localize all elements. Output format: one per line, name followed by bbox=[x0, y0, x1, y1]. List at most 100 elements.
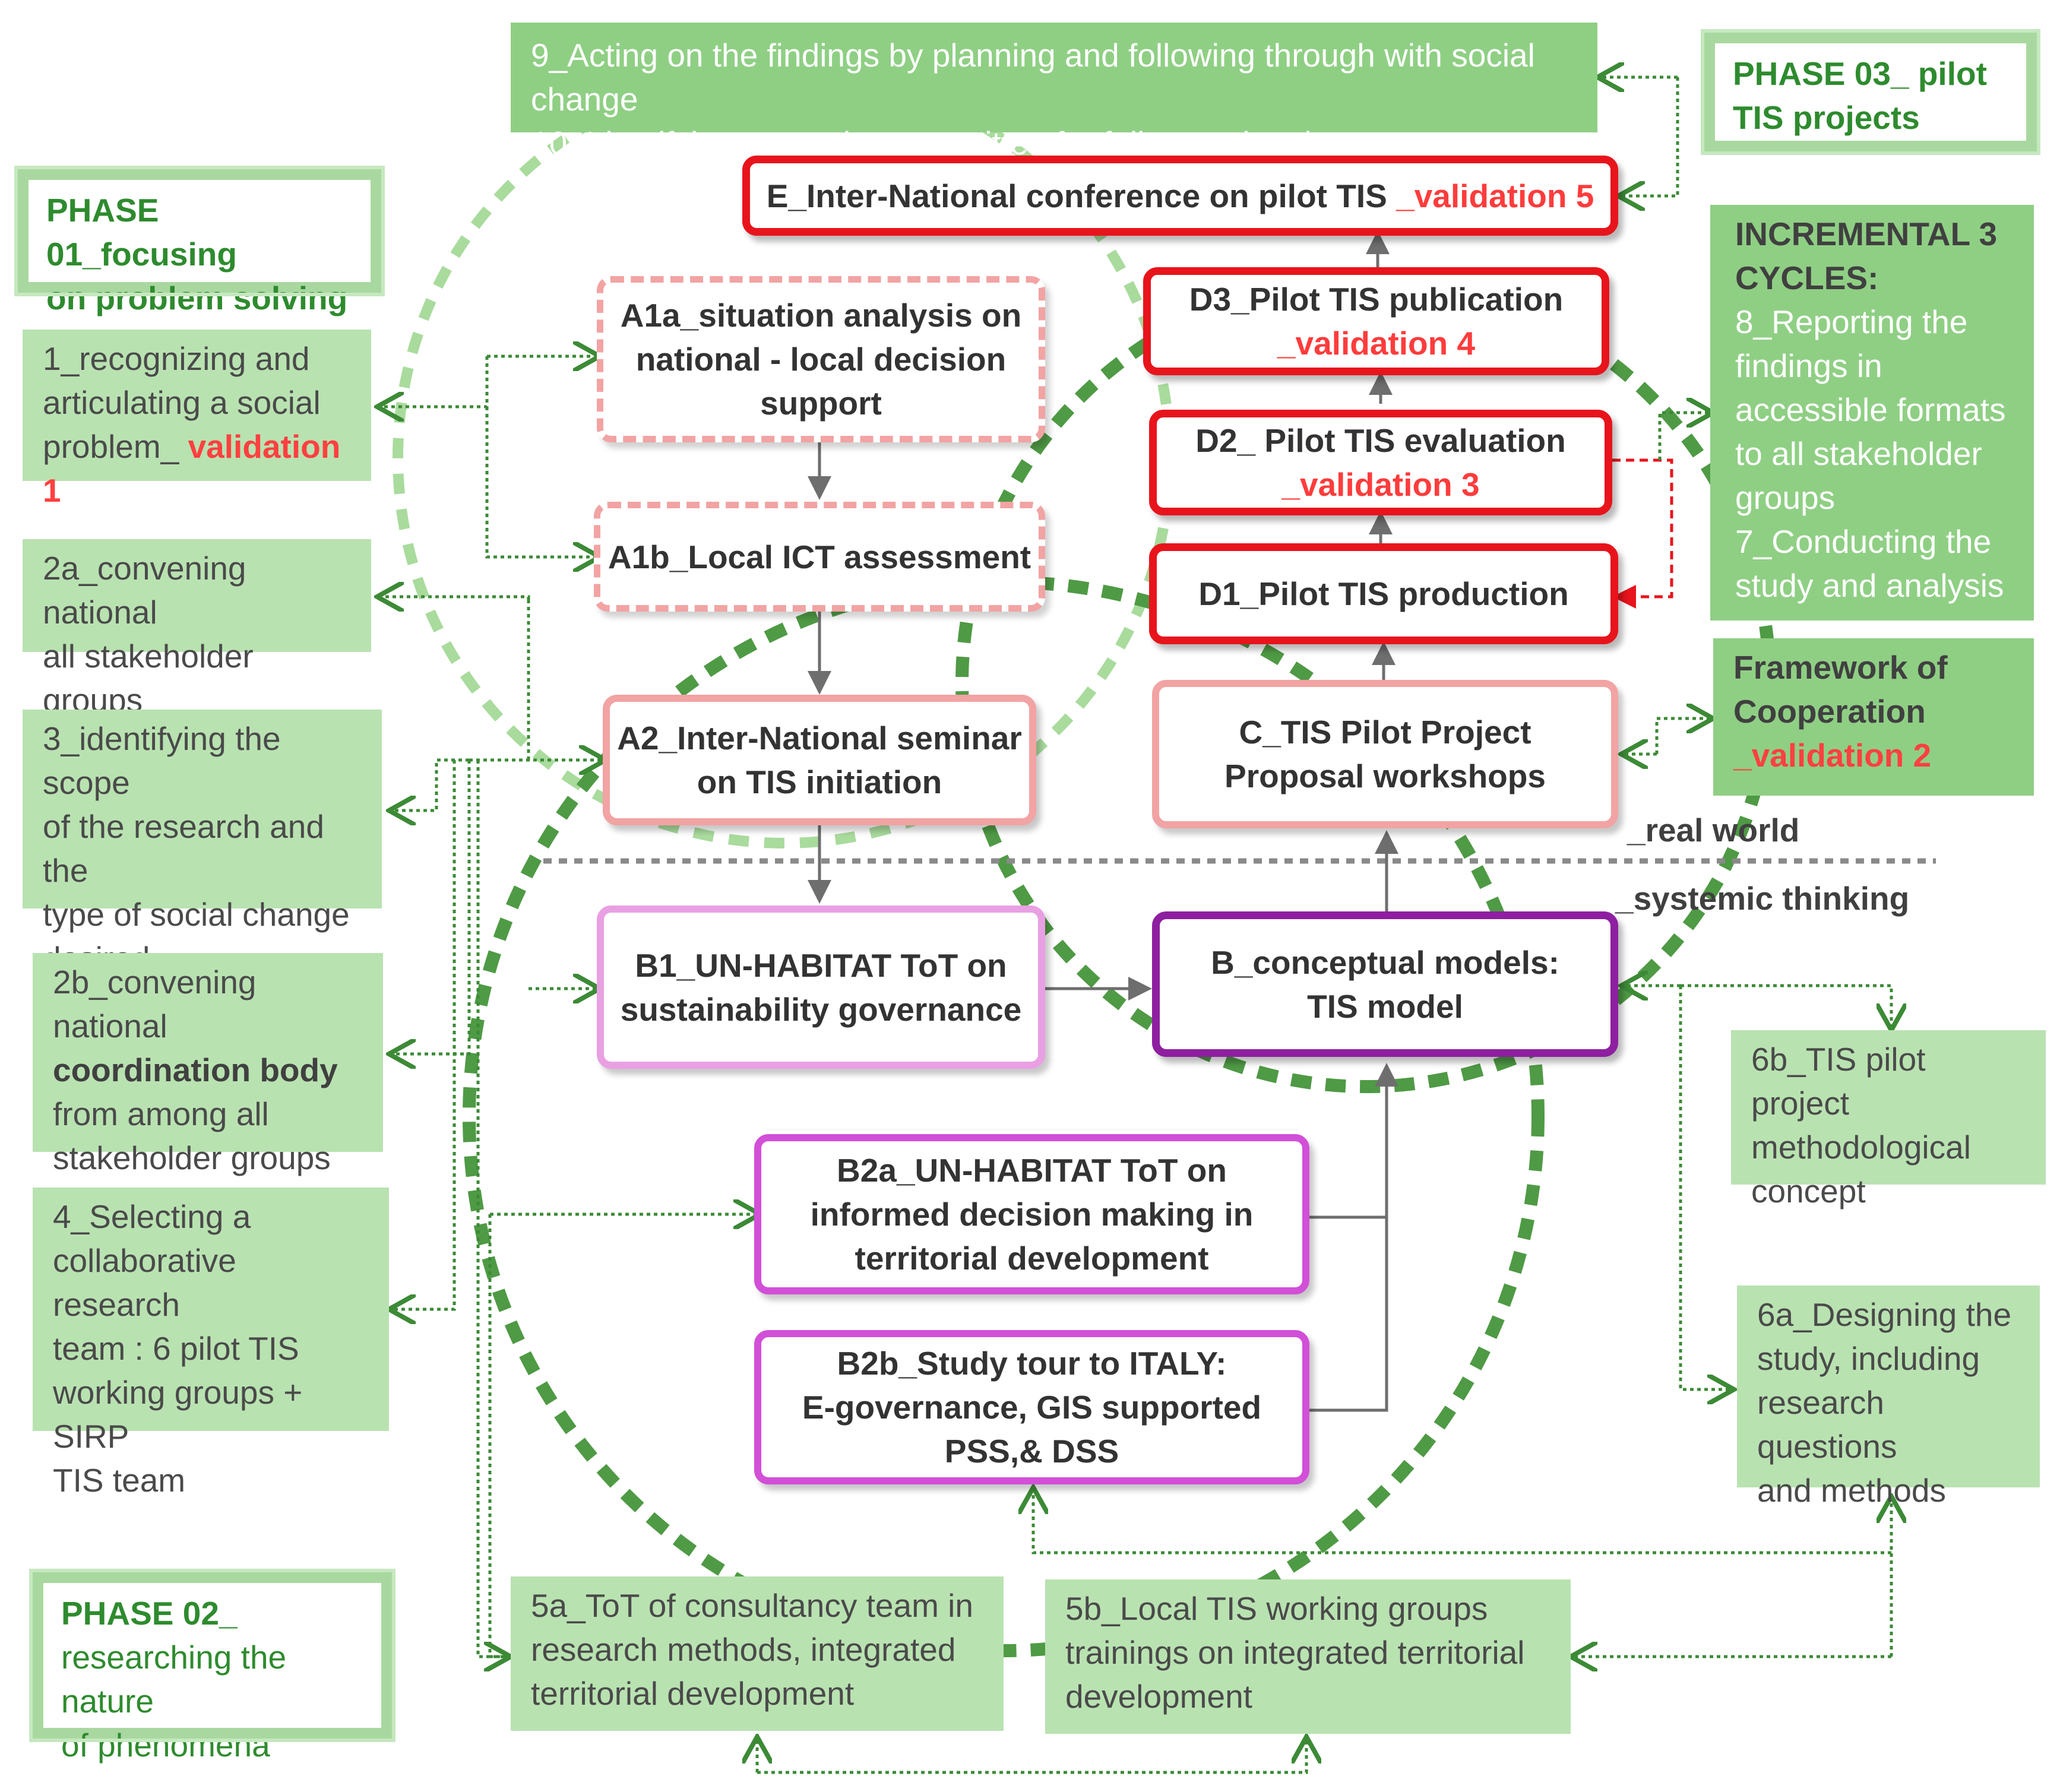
step-9-10-note: 9_Acting on the findings by planning and… bbox=[511, 23, 1597, 162]
box-B2b-line-2: E-governance, GIS supported bbox=[802, 1389, 1262, 1426]
real-world-text: _real world bbox=[1627, 812, 1800, 848]
box-B2a-line-1: B2a_UN-HABITAT ToT on bbox=[837, 1152, 1227, 1189]
step-5b-note: 5b_Local TIS working groups trainings on… bbox=[1045, 1579, 1571, 1734]
step-1-note: 1_recognizing and articulating a social … bbox=[23, 330, 371, 509]
cycles-title-2: CYCLES: bbox=[1735, 259, 1879, 296]
step-4-line-4: working groups + SIRP bbox=[53, 1374, 303, 1455]
step-5b-line-3: development bbox=[1065, 1678, 1252, 1715]
systemic-thinking-text: _systemic thinking bbox=[1615, 880, 1910, 917]
step-5b-line-1: 5b_Local TIS working groups bbox=[1065, 1590, 1488, 1627]
step-2a-line-1: 2a_convening national bbox=[43, 550, 246, 631]
box-C-proposal-workshops: C_TIS Pilot Project Proposal workshops bbox=[1152, 680, 1618, 828]
box-B1-line-1: B1_UN-HABITAT ToT on bbox=[635, 946, 1007, 984]
box-A1a-line-1: A1a_situation analysis on bbox=[620, 297, 1022, 334]
step-1-line-2: articulating a social bbox=[43, 384, 321, 421]
box-A1b-ict-assessment: A1b_Local ICT assessment bbox=[594, 502, 1045, 612]
phase01-line-1: PHASE 01_focusing bbox=[46, 192, 237, 273]
validation-5-label: _validation 5 bbox=[1396, 177, 1594, 214]
step-6b-line-2: methodological bbox=[1751, 1129, 1971, 1166]
cycles-line-1: 8_Reporting the bbox=[1735, 303, 1968, 340]
phase03-header: PHASE 03_ pilot TIS projects bbox=[1701, 29, 2040, 155]
step-5a-line-3: territorial development bbox=[531, 1675, 855, 1712]
box-B2b-line-1: B2b_Study tour to ITALY: bbox=[837, 1345, 1227, 1382]
step-3-line-3: type of social change bbox=[43, 896, 350, 933]
step-6a-line-1: 6a_Designing the bbox=[1757, 1296, 2012, 1333]
cycles-line-2: findings in bbox=[1735, 347, 1882, 384]
step-6a-line-3: research questions bbox=[1757, 1384, 1897, 1465]
cycles-line-7: study and analysis bbox=[1735, 567, 2004, 604]
cycles-line-3: accessible formats bbox=[1735, 391, 2006, 428]
step-1-line-3: problem_ validation 1 bbox=[43, 425, 351, 512]
step-4-line-1: 4_Selecting a bbox=[53, 1198, 251, 1235]
box-D3-publication: D3_Pilot TIS publication _validation 4 bbox=[1143, 267, 1609, 375]
box-B-conceptual-models: B_conceptual models: TIS model bbox=[1152, 911, 1618, 1057]
evaluation-feedback-arrow bbox=[1612, 458, 1673, 609]
phase03-line-1: PHASE 03_ pilot bbox=[1733, 55, 1987, 92]
box-D1-production: D1_Pilot TIS production bbox=[1149, 543, 1618, 644]
step-3-line-1: 3_identifying the scope bbox=[43, 720, 281, 801]
step-4-line-3: team : 6 pilot TIS bbox=[53, 1330, 299, 1367]
step-3-note: 3_identifying the scope of the research … bbox=[23, 710, 382, 977]
step-6b-note: 6b_TIS pilot project methodological conc… bbox=[1731, 1030, 2046, 1210]
box-B2a-line-3: territorial development bbox=[855, 1240, 1209, 1277]
box-A1a-situation-analysis: A1a_situation analysis on national - loc… bbox=[597, 276, 1045, 442]
validation-4-label: _validation 4 bbox=[1277, 325, 1476, 362]
box-B2b-study-tour: B2b_Study tour to ITALY: E-governance, G… bbox=[754, 1330, 1309, 1484]
box-D1-text: D1_Pilot TIS production bbox=[1198, 575, 1569, 612]
box-B2a-line-2: informed decision making in bbox=[810, 1196, 1254, 1233]
box-D2-evaluation: D2_ Pilot TIS evaluation _validation 3 bbox=[1149, 410, 1612, 515]
box-D3-text: D3_Pilot TIS publication bbox=[1189, 281, 1564, 318]
step-4-line-2: collaborative research bbox=[53, 1242, 236, 1323]
green-connectors bbox=[380, 77, 1891, 1774]
box-C-line-2: Proposal workshops bbox=[1224, 758, 1546, 794]
incremental-cycles-note: INCREMENTAL 3 CYCLES: 8_Reporting the fi… bbox=[1710, 205, 2034, 620]
step-2b-line-2: coordination body bbox=[53, 1052, 338, 1088]
phase01-line-2: on problem solving bbox=[46, 280, 348, 316]
step-3-line-2: of the research and the bbox=[43, 808, 324, 889]
step-4-line-5: TIS team bbox=[53, 1462, 186, 1499]
box-B2b-line-3: PSS,& DSS bbox=[944, 1433, 1119, 1470]
step-1-line-1: 1_recognizing and bbox=[43, 340, 310, 377]
box-B2a-tot-decision-making: B2a_UN-HABITAT ToT on informed decision … bbox=[754, 1134, 1309, 1294]
box-B1-line-2: sustainability governance bbox=[620, 990, 1022, 1028]
box-E-text: E_Inter-National conference on pilot TIS bbox=[766, 177, 1397, 214]
box-B1-tot-governance: B1_UN-HABITAT ToT on sustainability gove… bbox=[597, 906, 1045, 1069]
validation-1-label: validation 1 bbox=[43, 428, 341, 509]
step-10-line: 10_Identifying a steering committee for … bbox=[531, 125, 1339, 162]
cycles-line-5: groups bbox=[1735, 479, 1836, 516]
step-5a-line-1: 5a_ToT of consultancy team in bbox=[531, 1587, 973, 1624]
cycles-line-4: to all stakeholder bbox=[1735, 435, 1982, 472]
flow-arrows bbox=[808, 230, 1398, 1412]
step-5b-line-2: trainings on integrated territorial bbox=[1065, 1634, 1525, 1671]
step-2b-line-3: from among all bbox=[53, 1096, 269, 1132]
cycles-line-6: 7_Conducting the bbox=[1735, 523, 1992, 560]
box-A2-line-2: on TIS initiation bbox=[697, 764, 942, 800]
validation-3-label: _validation 3 bbox=[1281, 466, 1480, 503]
validation-2-label: _validation 2 bbox=[1733, 737, 1932, 774]
box-A2-line-1: A2_Inter-National seminar bbox=[617, 720, 1022, 756]
box-A1a-line-2: national - local decision bbox=[635, 341, 1007, 378]
framework-line-2: Cooperation bbox=[1733, 693, 1926, 730]
cycles-title-1: INCREMENTAL 3 bbox=[1735, 216, 1998, 252]
box-D2-text: D2_ Pilot TIS evaluation bbox=[1195, 422, 1566, 459]
step-2b-line-1: 2b_convening national bbox=[53, 964, 257, 1044]
step-5a-note: 5a_ToT of consultancy team in research m… bbox=[511, 1576, 1004, 1731]
step-6b-line-3: concept bbox=[1751, 1173, 1866, 1210]
box-E-conference: E_Inter-National conference on pilot TIS… bbox=[742, 156, 1618, 236]
step-4-note: 4_Selecting a collaborative research tea… bbox=[33, 1188, 389, 1499]
box-A1a-line-3: support bbox=[760, 385, 882, 422]
step-2b-line-4: stakeholder groups bbox=[53, 1139, 331, 1176]
framework-line-1: Framework of bbox=[1733, 649, 1948, 686]
step-6b-line-1: 6b_TIS pilot project bbox=[1751, 1041, 1926, 1122]
phase02-line-3: of phenomena bbox=[61, 1727, 270, 1763]
phase03-line-2: TIS projects bbox=[1733, 99, 1920, 136]
step-1-text: problem_ bbox=[43, 428, 188, 465]
step-6a-line-2: study, including bbox=[1757, 1340, 1980, 1377]
framework-note: Framework of Cooperation _validation 2 bbox=[1713, 638, 2034, 796]
step-2b-note: 2b_convening national coordination body … bbox=[33, 953, 383, 1176]
box-A2-seminar: A2_Inter-National seminar on TIS initiat… bbox=[603, 695, 1036, 825]
box-C-line-1: C_TIS Pilot Project bbox=[1239, 714, 1531, 751]
step-2a-note: 2a_convening national all stakeholder gr… bbox=[23, 539, 371, 718]
phase01-header: PHASE 01_focusing on problem solving bbox=[14, 166, 385, 316]
